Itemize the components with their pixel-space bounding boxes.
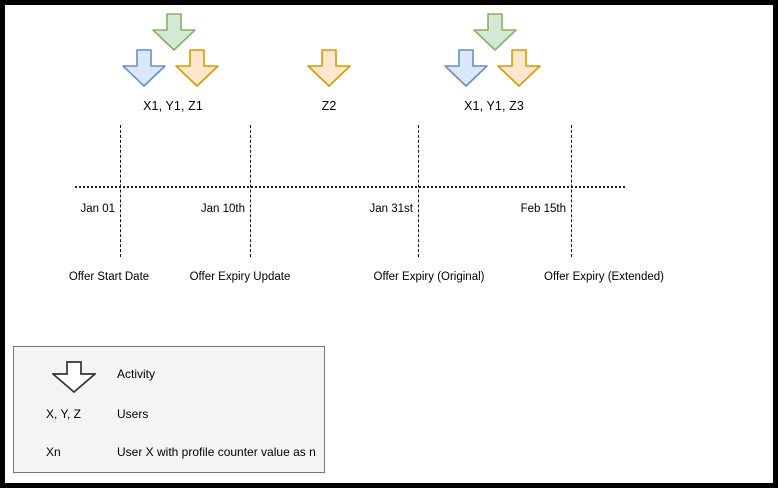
milestone-line-offer-start [120, 125, 121, 257]
activity-arrow-green-1 [152, 13, 196, 51]
activity-label-group-1: X1, Y1, Z1 [143, 99, 203, 113]
legend-key-users: X, Y, Z [46, 407, 81, 421]
activity-arrow-blue-2 [444, 49, 488, 87]
milestone-date-expiry-update: Jan 10th [200, 203, 245, 215]
legend-row-users: X, Y, Z Users [14, 407, 324, 441]
milestone-date-expiry-original: Jan 31st [369, 203, 413, 215]
milestone-date-offer-start: Jan 01 [80, 203, 115, 215]
activity-arrow-blue-1 [122, 49, 166, 87]
legend-description-counter: User X with profile counter value as n [117, 445, 316, 459]
legend-row-counter: Xn User X with profile counter value as … [14, 445, 324, 479]
legend-description-users: Users [117, 407, 149, 421]
activity-label-group-3: X1, Y1, Z3 [464, 99, 524, 113]
legend-panel: Activity X, Y, Z Users Xn User X with pr… [13, 346, 325, 473]
legend-description-activity: Activity [117, 367, 156, 381]
milestone-line-expiry-update [250, 125, 251, 257]
milestone-line-expiry-extended [571, 125, 572, 257]
milestone-event-expiry-update: Offer Expiry Update [189, 271, 291, 283]
activity-arrow-green-2 [473, 13, 517, 51]
milestone-date-expiry-extended: Feb 15th [520, 203, 566, 215]
activity-arrow-orange-2 [307, 49, 351, 87]
activity-label-group-2: Z2 [321, 99, 337, 113]
milestone-line-expiry-original [418, 125, 419, 257]
milestone-event-offer-start: Offer Start Date [68, 271, 150, 283]
milestone-event-expiry-extended: Offer Expiry (Extended) [544, 271, 664, 283]
legend-row-activity: Activity [14, 361, 324, 401]
milestone-event-expiry-original: Offer Expiry (Original) [373, 271, 485, 283]
diagram-stage: X1, Y1, Z1 Z2 X1, Y1, Z3 [5, 5, 773, 483]
activity-arrow-orange-3 [497, 49, 541, 87]
legend-key-counter: Xn [46, 445, 61, 459]
down-arrow-outline-icon [52, 361, 96, 393]
timeline-axis [75, 186, 625, 188]
activity-arrow-orange-1 [175, 49, 219, 87]
